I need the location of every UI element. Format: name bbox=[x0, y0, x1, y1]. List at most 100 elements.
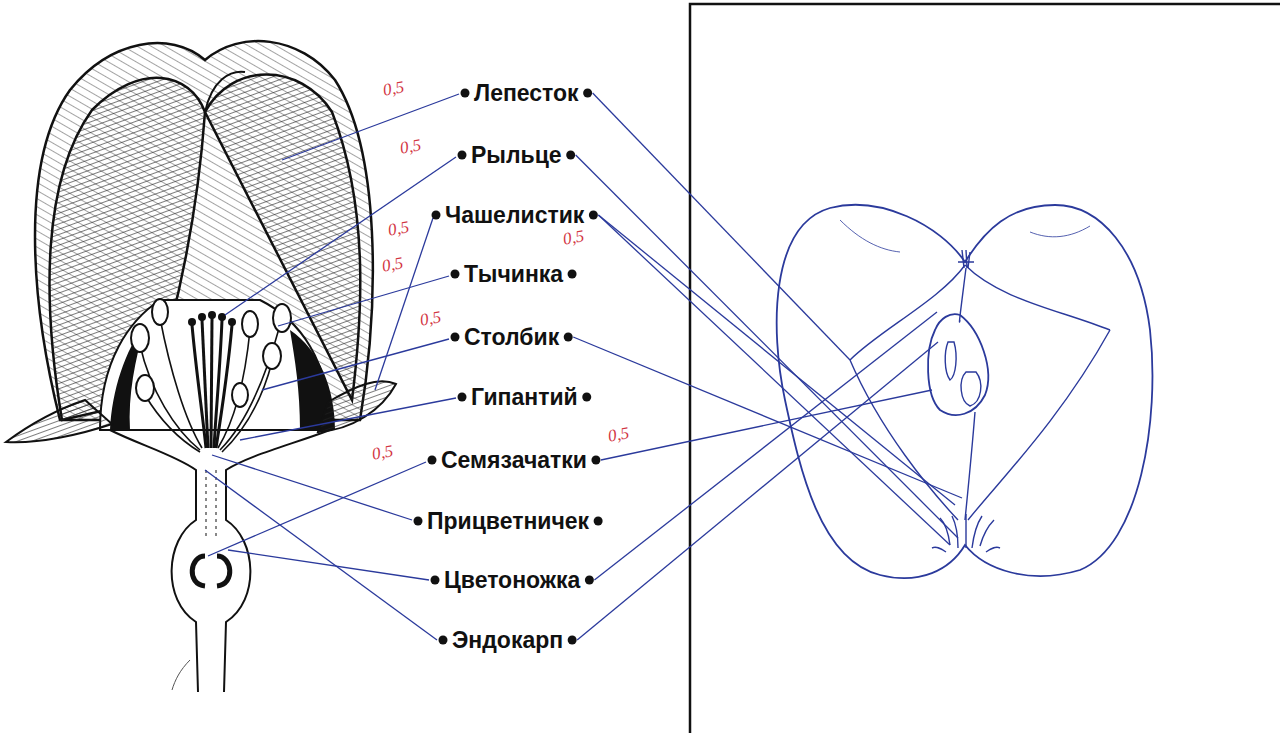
filament bbox=[160, 318, 202, 448]
leader-line bbox=[593, 93, 850, 360]
label-dot bbox=[585, 576, 594, 585]
leader-line bbox=[598, 215, 955, 505]
stigmas bbox=[188, 311, 236, 326]
anther bbox=[131, 324, 149, 352]
score-mark: 0,5 bbox=[399, 136, 423, 157]
leader-line bbox=[577, 342, 938, 640]
part-name: Цветоножка bbox=[444, 566, 580, 594]
filament bbox=[145, 395, 200, 452]
apple-outline bbox=[777, 205, 1153, 578]
hypanthium-wall bbox=[224, 430, 330, 692]
bracteole-edge bbox=[172, 660, 190, 690]
part-name: Тычинка bbox=[464, 260, 563, 288]
score-mark: 0,5 bbox=[387, 218, 411, 239]
leader-line bbox=[225, 157, 456, 315]
apple-calyx bbox=[932, 514, 1000, 552]
ovule bbox=[192, 556, 205, 586]
styles bbox=[192, 318, 232, 448]
leader-line bbox=[228, 550, 429, 580]
label-dot bbox=[461, 89, 470, 98]
label-dot bbox=[458, 393, 467, 402]
ovule bbox=[217, 556, 230, 586]
leader-line bbox=[598, 215, 950, 545]
leader-line bbox=[205, 470, 437, 640]
style bbox=[211, 318, 212, 448]
vascular-line bbox=[965, 265, 1110, 330]
vascular-line bbox=[850, 265, 965, 360]
stamen-filaments bbox=[140, 318, 280, 452]
stigma bbox=[228, 318, 236, 326]
anther bbox=[263, 343, 281, 369]
anther bbox=[242, 311, 258, 337]
stigma bbox=[218, 313, 226, 321]
ovary-canal bbox=[206, 470, 216, 540]
label-dot bbox=[451, 333, 460, 342]
leader-line bbox=[601, 390, 932, 460]
seed-chamber bbox=[928, 314, 988, 415]
part-name: Лепесток bbox=[474, 79, 579, 107]
label-dot bbox=[428, 456, 437, 465]
score-mark: 0,5 bbox=[607, 424, 631, 445]
leader-line bbox=[375, 218, 433, 390]
anther bbox=[232, 383, 248, 407]
label-dot bbox=[568, 636, 577, 645]
leader-line bbox=[262, 339, 449, 390]
part-name: Семязачатки bbox=[441, 446, 587, 474]
sepal bbox=[6, 400, 112, 442]
part-name: Эндокарп bbox=[452, 626, 563, 654]
label-dot bbox=[568, 270, 577, 279]
leader-line bbox=[208, 462, 426, 556]
score-mark: 0,5 bbox=[562, 227, 586, 248]
score-mark: 0,5 bbox=[381, 254, 405, 275]
label-dot bbox=[564, 333, 573, 342]
score-mark: 0,5 bbox=[371, 442, 395, 463]
stigma bbox=[208, 311, 216, 319]
part-name: Чашелистик bbox=[445, 201, 584, 229]
part-name: Прицветничек bbox=[427, 507, 589, 535]
stigma bbox=[188, 318, 196, 326]
sepal bbox=[318, 381, 396, 432]
part-name: Рыльце bbox=[471, 141, 562, 169]
label-dot bbox=[594, 517, 603, 526]
label-dot bbox=[589, 211, 598, 220]
flower-leaders bbox=[205, 94, 459, 640]
vascular-line bbox=[850, 360, 958, 520]
label-dot bbox=[414, 517, 423, 526]
panel-frame bbox=[690, 4, 1280, 733]
leader-line bbox=[212, 455, 412, 520]
part-name: Столбик bbox=[464, 323, 559, 351]
label-dot bbox=[431, 576, 440, 585]
style bbox=[216, 325, 232, 448]
label-dot bbox=[591, 456, 600, 465]
apple-skin-line bbox=[840, 220, 1090, 252]
anther bbox=[136, 375, 154, 401]
score-mark: 0,5 bbox=[382, 78, 406, 99]
petal-edge bbox=[205, 72, 245, 112]
leader-line bbox=[594, 312, 937, 580]
label-dot bbox=[458, 151, 467, 160]
filament bbox=[218, 330, 250, 448]
leader-line bbox=[240, 398, 456, 440]
leader-line bbox=[282, 94, 459, 160]
part-name: Гипантий bbox=[471, 383, 578, 411]
label-dot bbox=[566, 151, 575, 160]
style bbox=[202, 320, 208, 448]
seed bbox=[945, 342, 956, 380]
core-line bbox=[965, 412, 975, 520]
stigma bbox=[198, 313, 206, 321]
label-dot bbox=[432, 211, 441, 220]
leader-line bbox=[573, 337, 962, 498]
score-mark: 0,5 bbox=[419, 308, 443, 329]
label-dot bbox=[583, 89, 592, 98]
label-dot bbox=[439, 636, 448, 645]
vascular-line bbox=[968, 330, 1110, 520]
seed bbox=[961, 372, 981, 406]
label-dot bbox=[451, 270, 460, 279]
core-line bbox=[959, 268, 966, 322]
hypanthium-wall bbox=[110, 430, 198, 692]
apple-section bbox=[777, 205, 1153, 578]
leader-line bbox=[576, 155, 958, 538]
